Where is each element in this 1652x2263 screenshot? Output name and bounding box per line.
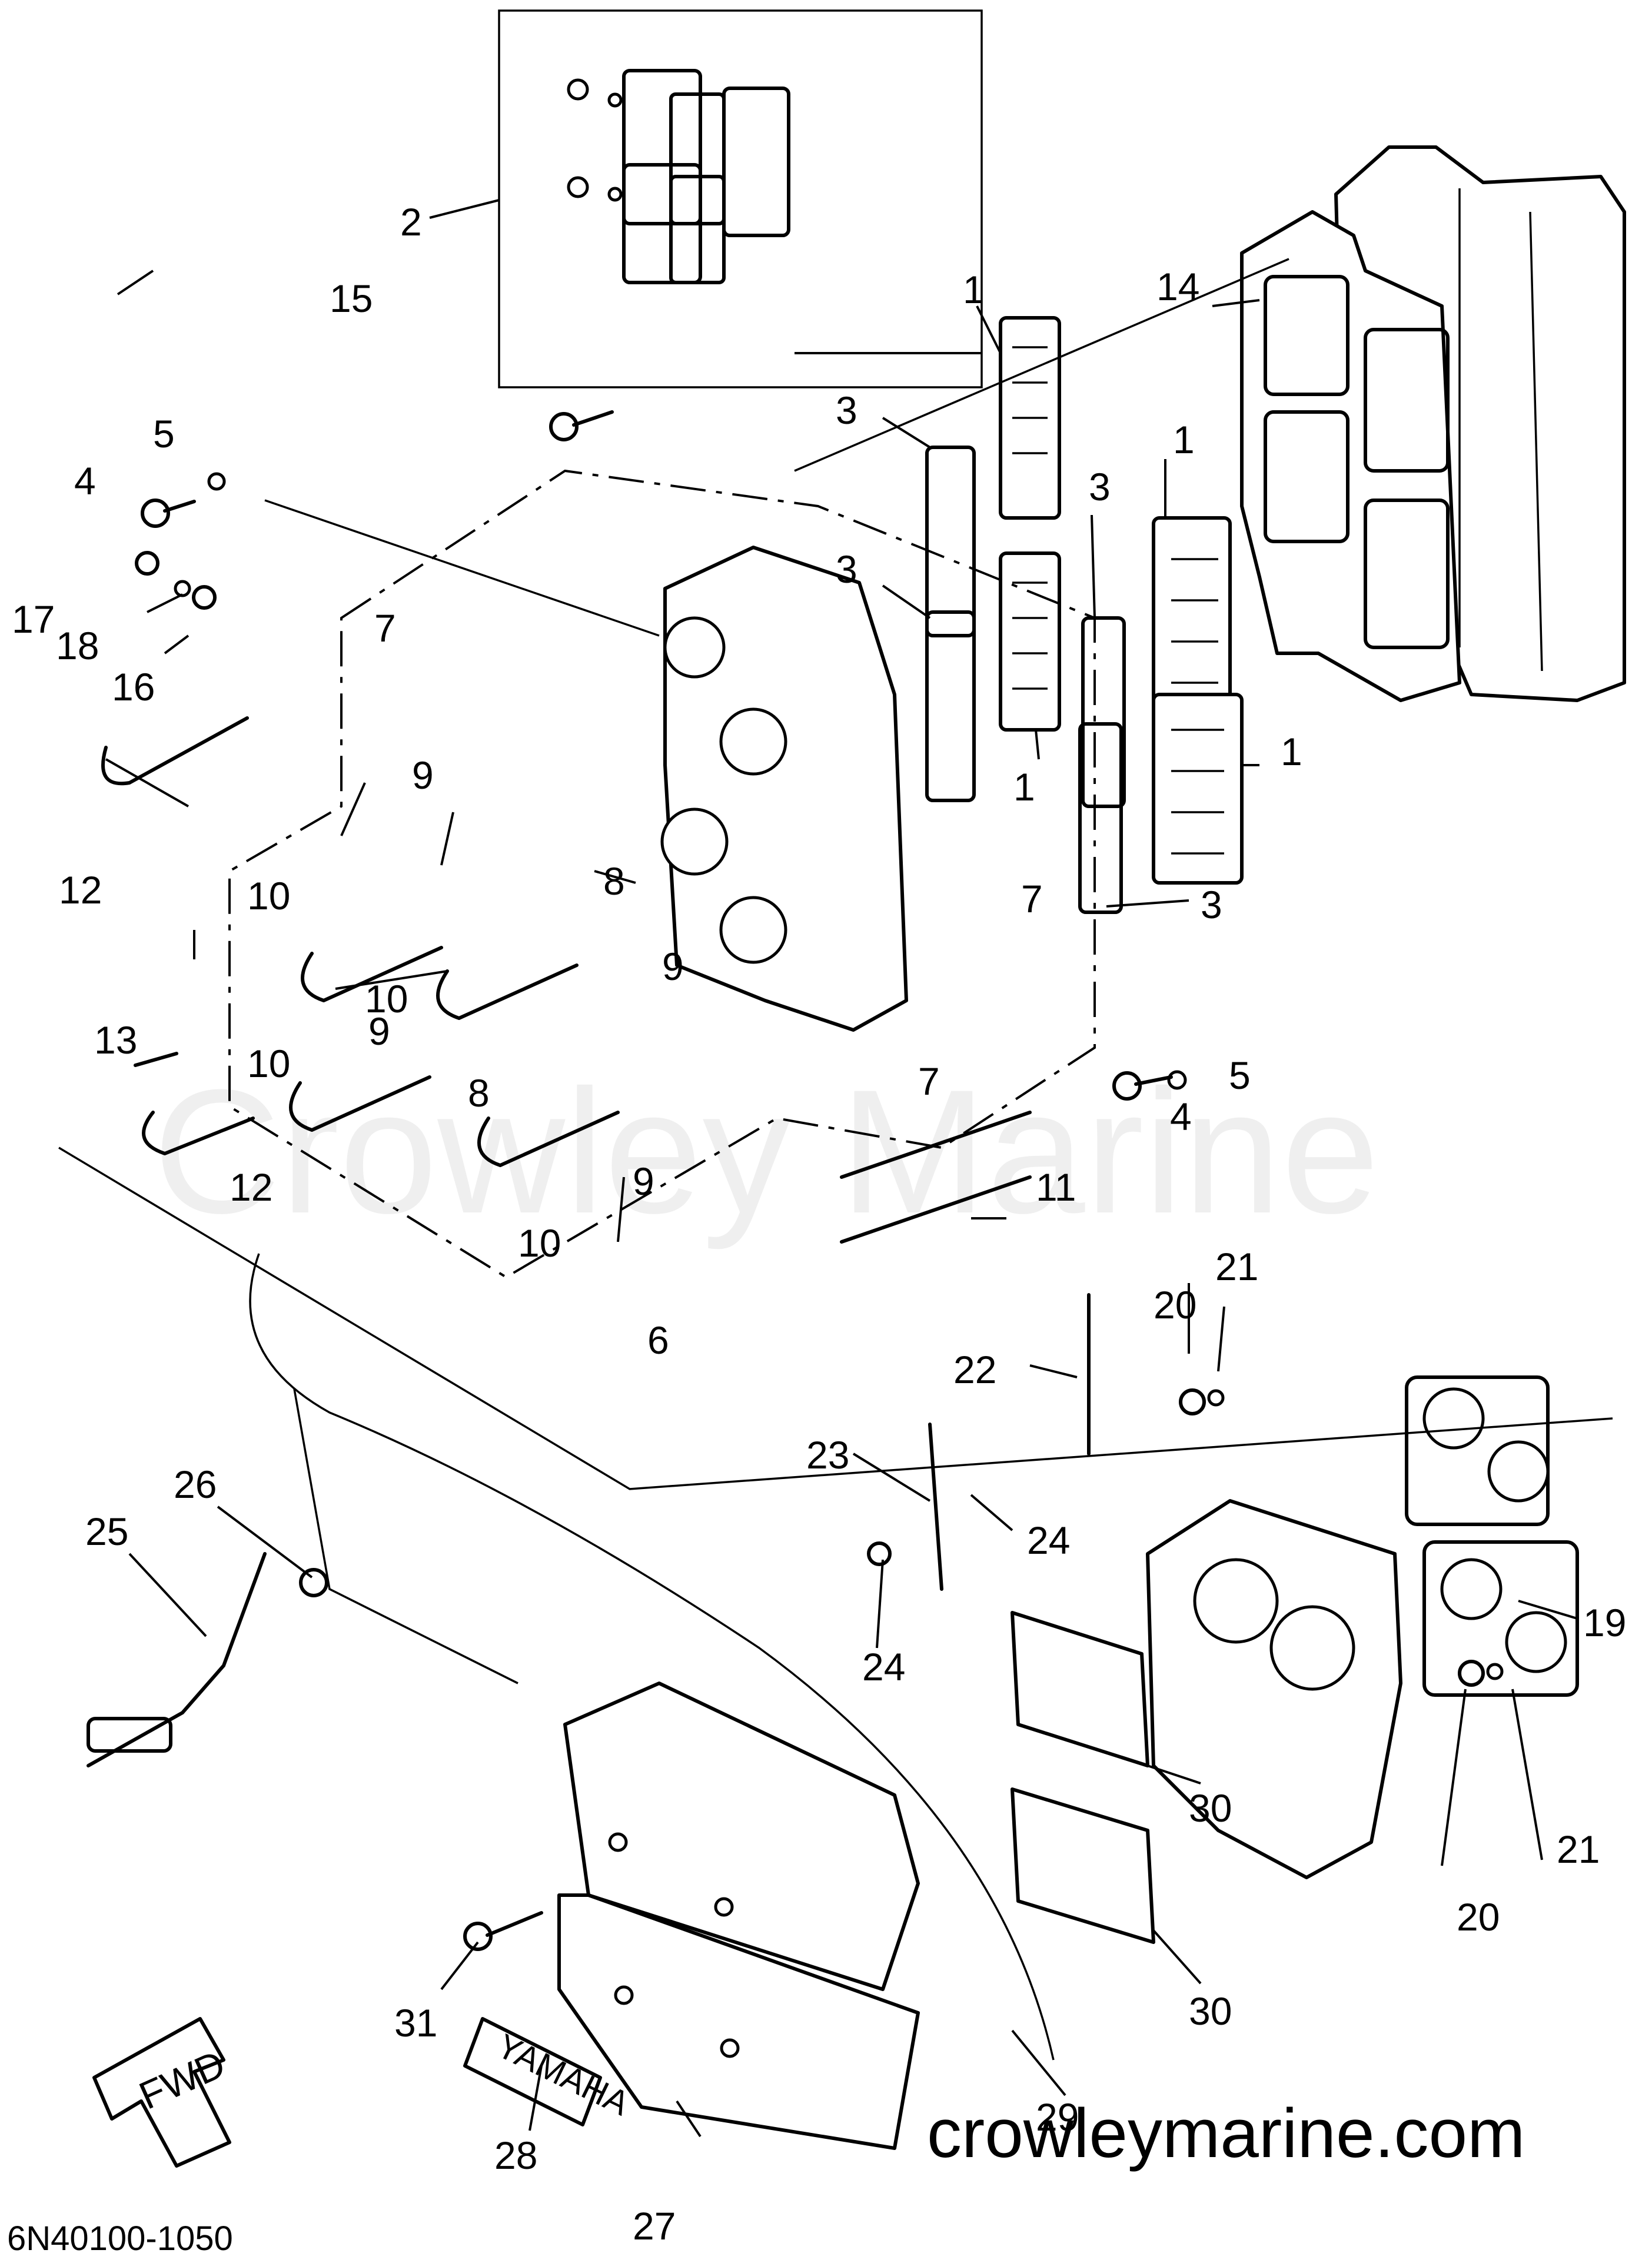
callout-17: 17	[12, 597, 55, 641]
callout-8: 8	[603, 859, 625, 903]
callout-5: 5	[153, 412, 175, 456]
callout-26: 26	[174, 1463, 217, 1506]
callout-15: 15	[330, 277, 373, 320]
callout-28: 28	[494, 2134, 537, 2177]
callout-21: 21	[1215, 1245, 1258, 1288]
callout-18: 18	[56, 624, 99, 667]
callout-1: 1	[1281, 730, 1302, 773]
callout-30: 30	[1189, 1786, 1232, 1830]
cowling-outline	[58, 258, 1613, 2061]
callout-5: 5	[1229, 1054, 1251, 1097]
callout-4: 4	[74, 459, 96, 503]
callout-labels: 1 1 1 1 2 3 3 3 3 4 4 5 5 6 7 7 7 8 8 9 …	[12, 200, 1626, 2248]
callout-9: 9	[662, 945, 684, 988]
reed-valve-gasket	[925, 446, 1126, 914]
callout-1: 1	[963, 268, 985, 311]
callout-25: 25	[85, 1510, 128, 1553]
callout-11: 11	[1036, 1165, 1076, 1209]
carburetor-assembly	[928, 1293, 1579, 1879]
callout-10: 10	[365, 977, 408, 1021]
crankcase-gasket	[1240, 210, 1461, 702]
callout-2: 2	[400, 200, 422, 244]
fwd-arrow-icon: FWD	[92, 2017, 231, 2168]
callout-10: 10	[518, 1221, 561, 1265]
callout-20: 20	[1457, 1895, 1500, 1939]
callout-3: 3	[1201, 883, 1222, 926]
callout-29: 29	[1036, 2095, 1079, 2139]
callout-24: 24	[1027, 1518, 1070, 1562]
hose-with-fitting	[87, 1552, 267, 1767]
carburetor-gasket	[1011, 1611, 1155, 1944]
callout-16: 16	[112, 665, 155, 709]
callout-9: 9	[633, 1159, 654, 1203]
callout-22: 22	[953, 1348, 996, 1391]
callout-30: 30	[1189, 1989, 1232, 2033]
reed-valve-assembly	[999, 316, 1244, 885]
callout-14: 14	[1156, 265, 1199, 308]
callout-10: 10	[247, 874, 290, 918]
reed-valve-detail-inset	[498, 9, 983, 388]
callout-9: 9	[412, 753, 434, 797]
intake-manifold	[228, 469, 1096, 1279]
callout-19: 19	[1583, 1601, 1626, 1644]
callout-24: 24	[862, 1645, 905, 1689]
callout-1: 1	[1173, 418, 1195, 461]
watermark-text: Crowley Marine	[153, 1052, 1380, 1251]
callout-6: 6	[647, 1318, 669, 1362]
intake-silencer-cover	[557, 1682, 920, 2150]
hose-set	[101, 716, 1032, 1244]
fastener-set	[134, 410, 1504, 1951]
callout-7: 7	[374, 606, 396, 650]
callout-leaders	[105, 199, 1578, 2138]
callout-10: 10	[247, 1042, 290, 1085]
part-code: 6N40100-1050	[7, 2219, 233, 2258]
callout-20: 20	[1154, 1283, 1196, 1327]
callout-8: 8	[468, 1071, 490, 1115]
callout-31: 31	[394, 2001, 437, 2045]
callout-27: 27	[633, 2204, 676, 2248]
callout-3: 3	[836, 547, 857, 591]
callout-1: 1	[1013, 765, 1035, 809]
callout-9: 9	[368, 1009, 390, 1053]
callout-13: 13	[94, 1018, 137, 1062]
callout-7: 7	[1021, 877, 1043, 921]
callout-12: 12	[230, 1165, 272, 1209]
callout-7: 7	[918, 1059, 940, 1103]
callout-12: 12	[59, 868, 102, 912]
callout-3: 3	[1089, 465, 1111, 509]
callout-21: 21	[1557, 1827, 1600, 1871]
callout-3: 3	[836, 388, 857, 432]
website-url: crowleymarine.com	[927, 2095, 1525, 2172]
callout-4: 4	[1170, 1095, 1192, 1138]
callout-23: 23	[806, 1433, 849, 1477]
